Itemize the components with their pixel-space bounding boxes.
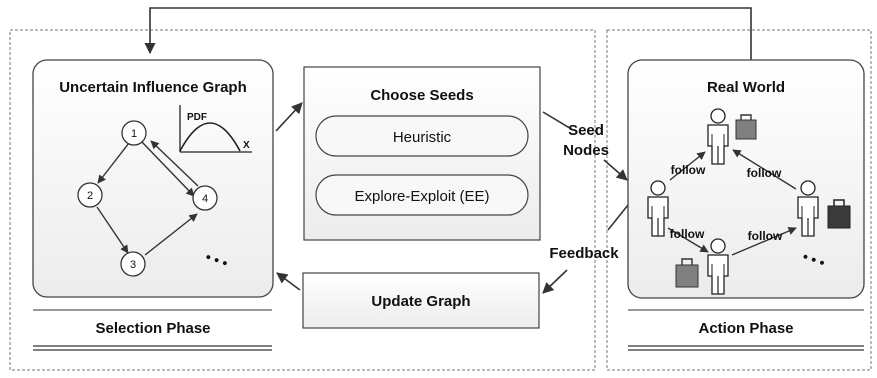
real-world-title: Real World bbox=[707, 79, 785, 96]
update-graph-box bbox=[302, 272, 540, 329]
follow-label-top-right: follow bbox=[747, 166, 782, 180]
explore-exploit-option bbox=[315, 174, 529, 216]
heuristic-label: Heuristic bbox=[393, 129, 452, 146]
arrow-graph-to-seeds bbox=[275, 102, 303, 132]
svg-text:1: 1 bbox=[131, 128, 137, 140]
nodes-label: Nodes bbox=[563, 142, 609, 159]
graph-edges bbox=[96, 140, 199, 256]
graph-node-3: 3 bbox=[120, 251, 146, 277]
bag-bottom bbox=[675, 258, 699, 288]
svg-text:2: 2 bbox=[87, 190, 93, 202]
graph-ellipsis: • • • bbox=[204, 248, 231, 271]
pdf-label: PDF bbox=[187, 112, 207, 123]
follow-edges bbox=[667, 149, 797, 256]
seed-label: Seed bbox=[568, 122, 604, 139]
graph-node-1: 1 bbox=[121, 120, 147, 146]
action-phase-box bbox=[606, 29, 872, 371]
graph-node-2: 2 bbox=[77, 182, 103, 208]
pdf-plot: PDF X bbox=[179, 105, 252, 153]
feedback-label: Feedback bbox=[549, 245, 619, 262]
follow-label-top-left: follow bbox=[671, 163, 706, 177]
graph-node-4: 4 bbox=[192, 185, 218, 211]
top-loop-arrow bbox=[144, 7, 752, 60]
x-axis-label: X bbox=[243, 140, 250, 151]
heuristic-option bbox=[315, 115, 529, 157]
selection-phase-box bbox=[9, 29, 596, 371]
graph-box bbox=[32, 59, 274, 298]
choose-seeds-title: Choose Seeds bbox=[370, 87, 473, 104]
seed-nodes-arrow bbox=[542, 111, 574, 131]
update-graph-title: Update Graph bbox=[371, 293, 470, 310]
explore-exploit-label: Explore-Exploit (EE) bbox=[354, 188, 489, 205]
bag-top bbox=[735, 114, 757, 140]
follow-label-bottom-right: follow bbox=[748, 229, 783, 243]
follow-label-bottom-left: follow bbox=[670, 227, 705, 241]
real-world-box bbox=[627, 59, 865, 299]
arrow-update-to-graph bbox=[276, 272, 301, 291]
real-world-ellipsis: • • • bbox=[801, 248, 828, 271]
svg-text:4: 4 bbox=[202, 193, 208, 205]
action-phase-label: Action Phase bbox=[698, 320, 793, 337]
graph-box-title: Uncertain Influence Graph bbox=[59, 79, 247, 96]
svg-text:3: 3 bbox=[130, 259, 136, 271]
feedback-arrow bbox=[607, 204, 629, 231]
selection-phase-label: Selection Phase bbox=[95, 320, 210, 337]
bag-right bbox=[827, 199, 851, 229]
